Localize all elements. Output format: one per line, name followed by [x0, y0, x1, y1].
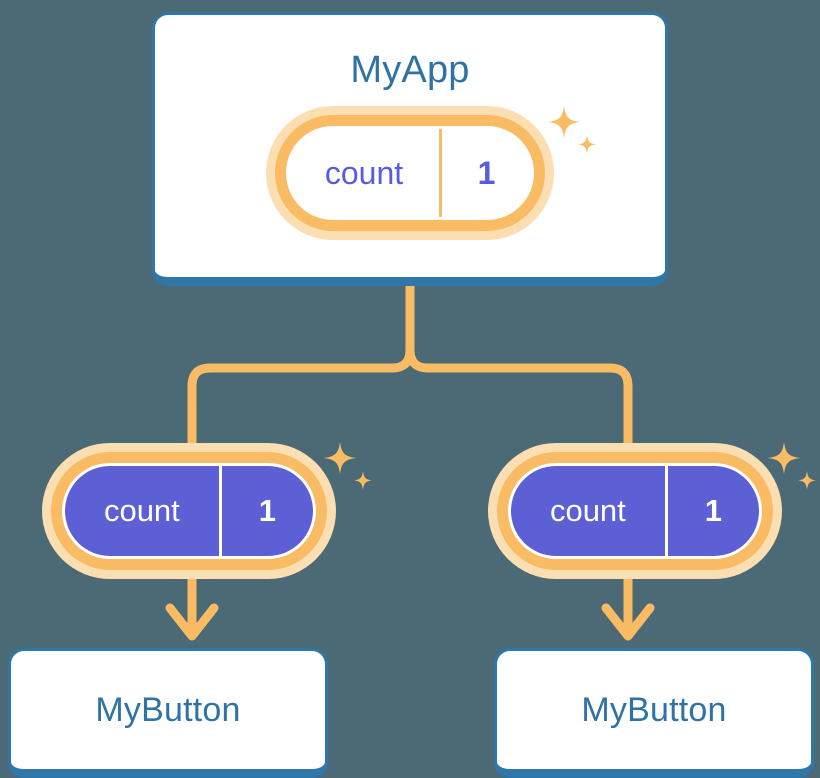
connector-branch-right [405, 281, 633, 450]
component-card-mybutton-right[interactable]: MyButton [494, 648, 814, 778]
signal-value: 1 [439, 129, 531, 217]
signal-name: count [103, 493, 180, 528]
arrow-down-icon-right [601, 603, 655, 641]
sparkle-small [354, 471, 372, 490]
signal-pill-child-right[interactable]: count 1 [488, 443, 782, 579]
pill-body: count 1 [289, 129, 531, 217]
pill-body: count 1 [511, 466, 759, 556]
signal-value: 1 [218, 466, 313, 556]
arrow-down-icon-left [165, 603, 219, 641]
signal-pill-root[interactable]: count 1 [266, 106, 554, 240]
pill-body: count 1 [65, 466, 313, 556]
sparkle-small [798, 471, 816, 490]
signal-name: count [549, 493, 626, 528]
component-label: MyButton [581, 691, 727, 729]
connector-branch-left [187, 281, 415, 450]
page-title: MyApp [350, 49, 470, 91]
signal-pill-child-left[interactable]: count 1 [42, 443, 336, 579]
signal-name: count [324, 154, 404, 191]
component-card-mybutton-left[interactable]: MyButton [8, 648, 328, 778]
component-label: MyButton [95, 691, 241, 729]
signal-value: 1 [664, 466, 759, 556]
